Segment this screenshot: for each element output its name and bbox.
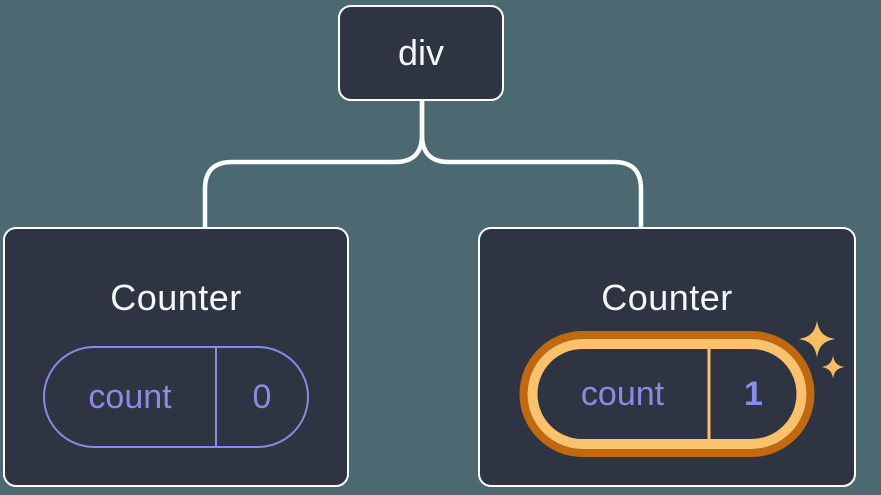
state-value: 0 — [215, 348, 307, 446]
counter-title: Counter — [601, 277, 733, 318]
connector-left-branch — [202, 98, 425, 231]
state-key-label: count — [88, 377, 172, 416]
tree-node-counter-left: Counter count 0 — [3, 227, 349, 487]
state-key-label: count — [580, 374, 665, 413]
state-value: 1 — [707, 349, 797, 439]
state-pill: count 0 — [43, 346, 309, 448]
sparkles-icon — [798, 320, 845, 379]
state-pill-highlighted: count 1 — [527, 339, 807, 449]
div-node-label: div — [397, 32, 445, 73]
tree-node-counter-right: Counter count 1 — [478, 227, 856, 487]
counter-title: Counter — [110, 277, 242, 318]
sparkle-large-icon — [798, 320, 836, 358]
sparkle-small-icon — [821, 355, 845, 379]
tree-node-div: div — [338, 5, 504, 101]
connector-right-branch — [419, 98, 644, 231]
